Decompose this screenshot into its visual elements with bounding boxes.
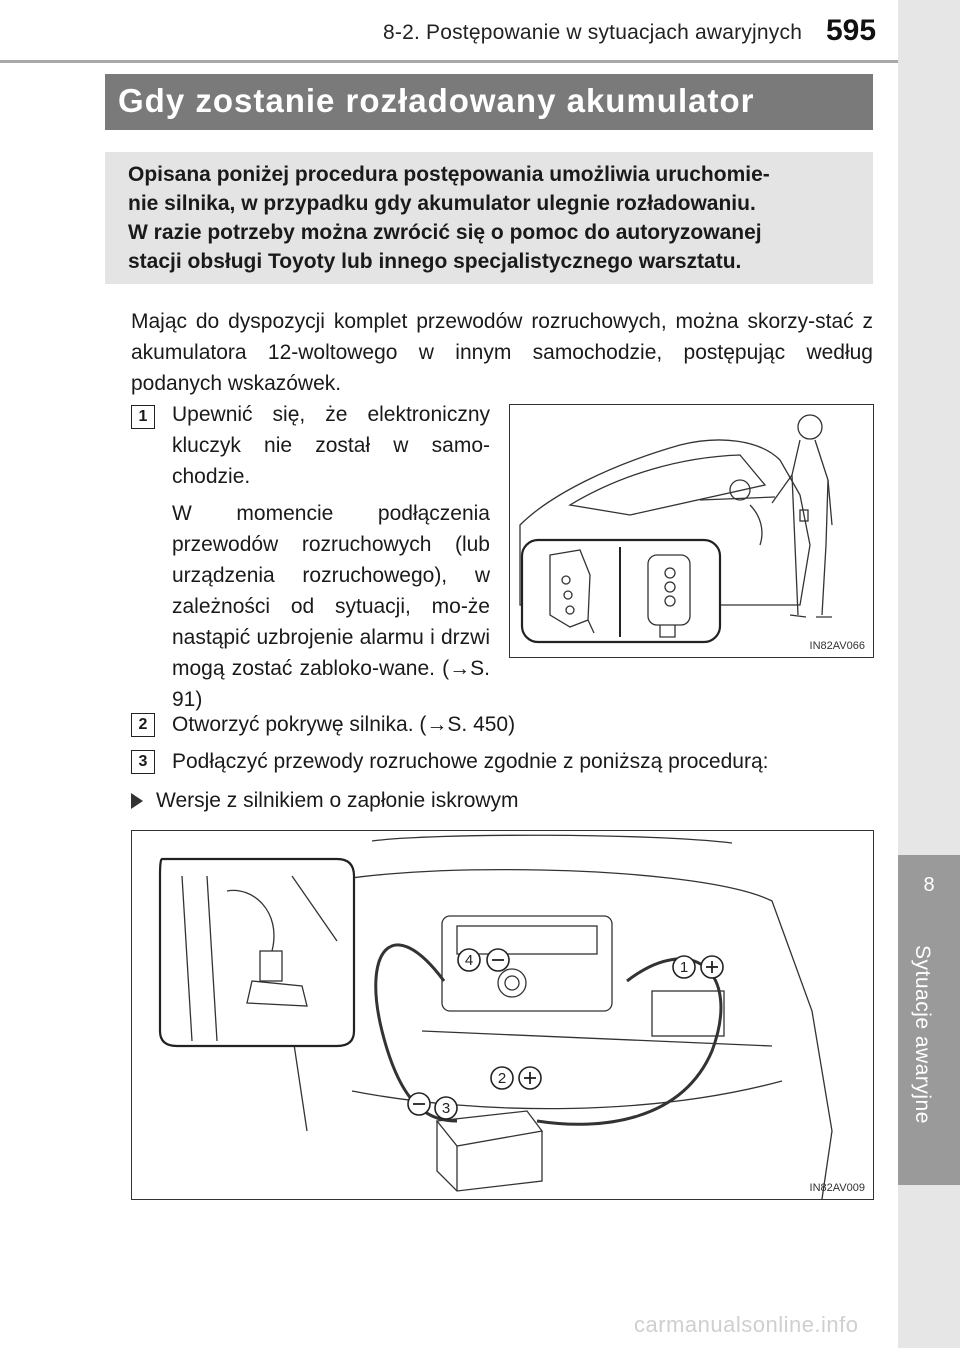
callout-1: 1 bbox=[680, 959, 688, 976]
bullet-text: Wersje z silnikiem o zapłonie iskrowym bbox=[156, 789, 519, 812]
intro-line: Opisana poniżej procedura postępowania u… bbox=[128, 163, 770, 186]
callout-4: 4 bbox=[465, 952, 473, 969]
step-text: Otworzyć pokrywę silnika. (→S. 450) bbox=[172, 713, 516, 736]
car-and-keys-illustration bbox=[519, 414, 833, 644]
figure-key-check: IN82AV066 bbox=[509, 404, 874, 658]
callout-3: 3 bbox=[442, 1100, 450, 1117]
figure-code: IN82AV066 bbox=[809, 640, 865, 652]
bullet-arrow-icon bbox=[131, 793, 143, 809]
step-text: Upewnić się, że elektroniczny kluczyk ni… bbox=[172, 403, 490, 488]
body-paragraph: Mając do dyspozycji komplet przewodów ro… bbox=[131, 310, 873, 395]
step-text: Podłączyć przewody rozruchowe zgodnie z … bbox=[172, 750, 769, 773]
step-note: W momencie podłączenia przewodów rozruch… bbox=[172, 502, 490, 711]
step-number: 1 bbox=[131, 405, 155, 429]
intro-line: nie silnika, w przypadku gdy akumulator … bbox=[128, 192, 756, 215]
chapter-title-tab: Sytuacje awaryjne bbox=[898, 935, 960, 1185]
intro-text: Opisana poniżej procedura postępowania u… bbox=[128, 160, 858, 276]
chapter-number: 8 bbox=[923, 874, 935, 896]
section-header: 8-2. Postępowanie w sytuacjach awaryjnyc… bbox=[383, 21, 803, 44]
step-number: 2 bbox=[131, 713, 155, 737]
intro-line: W razie potrzeby można zwrócić się o pom… bbox=[128, 221, 762, 244]
intro-box bbox=[105, 152, 873, 284]
header-rule bbox=[0, 60, 898, 63]
callout-2: 2 bbox=[498, 1070, 506, 1087]
figure-code: IN82AV009 bbox=[809, 1182, 865, 1194]
page-title: Gdy zostanie rozładowany akumulator bbox=[118, 82, 755, 119]
engine-bay-illustration: 4 1 2 3 bbox=[158, 834, 833, 1199]
chapter-title: Sytuacje awaryjne bbox=[911, 945, 934, 1124]
step-number: 3 bbox=[131, 750, 155, 774]
figure-jump-start: 4 1 2 3 IN82AV009 bbox=[131, 830, 874, 1200]
watermark: carmanualsonline.info bbox=[634, 1312, 859, 1337]
title-bar bbox=[105, 74, 873, 130]
page-number: 595 bbox=[826, 14, 877, 47]
intro-line: stacji obsługi Toyoty lub innego specjal… bbox=[128, 250, 742, 273]
chapter-tab bbox=[898, 855, 960, 935]
